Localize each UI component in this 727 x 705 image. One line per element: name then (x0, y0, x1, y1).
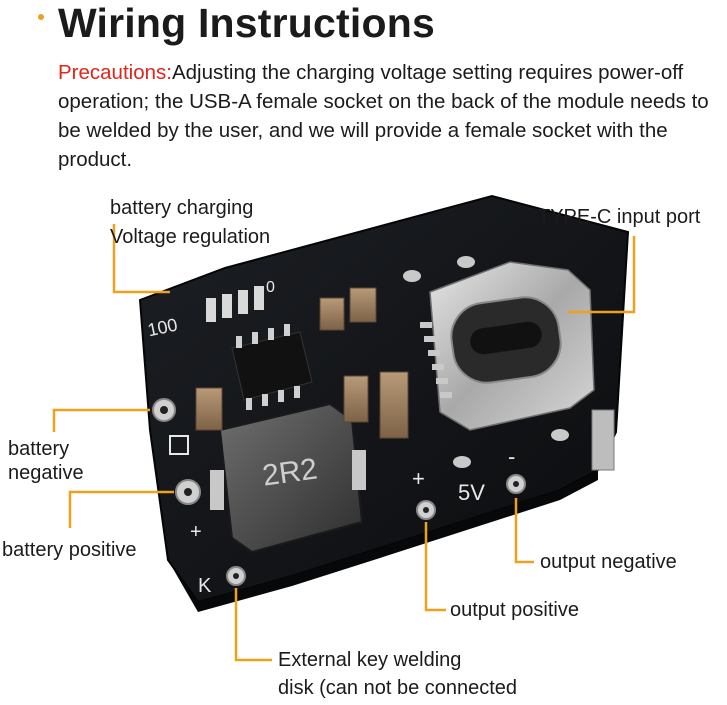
precautions-paragraph: Precautions:Adjusting the charging volta… (58, 58, 726, 174)
five-v-mark: 5V (458, 480, 485, 505)
callout-battery-charging-line1: battery charging (110, 197, 254, 219)
battery-negative-square-mark (169, 435, 189, 455)
callout-external-key-line2: disk (can not be connected (278, 677, 518, 699)
inductor: 2R2 (210, 402, 366, 554)
callout-external-key-line1: External key welding (278, 649, 462, 671)
callout-output-negative: output negative (540, 551, 677, 573)
silkscreen: 100 0 5V + - + K (146, 279, 516, 597)
page-title: Wiring Instructions (58, 0, 435, 46)
callout-battery-charging-line2: Voltage regulation (110, 226, 271, 248)
precautions-label: Precautions: (58, 61, 172, 84)
type-c-connector (420, 261, 615, 471)
plus-mark-output: + (412, 466, 425, 491)
callout-battery-positive: battery positive (2, 539, 137, 561)
callout-output-positive: output positive (450, 599, 579, 621)
minus-mark-output: - (508, 444, 515, 469)
zero-mark: 0 (266, 279, 275, 296)
title-bullet (38, 14, 44, 20)
solder-pads (152, 256, 569, 586)
ic-chip (231, 324, 313, 410)
callout-battery-negative-line2: negative (8, 462, 84, 484)
capacitors (195, 286, 409, 439)
callout-type-c: TYPE-C input port (538, 206, 701, 228)
k-mark: K (198, 575, 212, 597)
precautions-text: Adjusting the charging voltage setting r… (58, 61, 709, 171)
inductor-marking: 2R2 (260, 452, 319, 492)
leader-lines (52, 224, 636, 662)
callout-battery-negative-line1: battery (8, 438, 70, 460)
plus-mark-battery: + (190, 521, 202, 543)
